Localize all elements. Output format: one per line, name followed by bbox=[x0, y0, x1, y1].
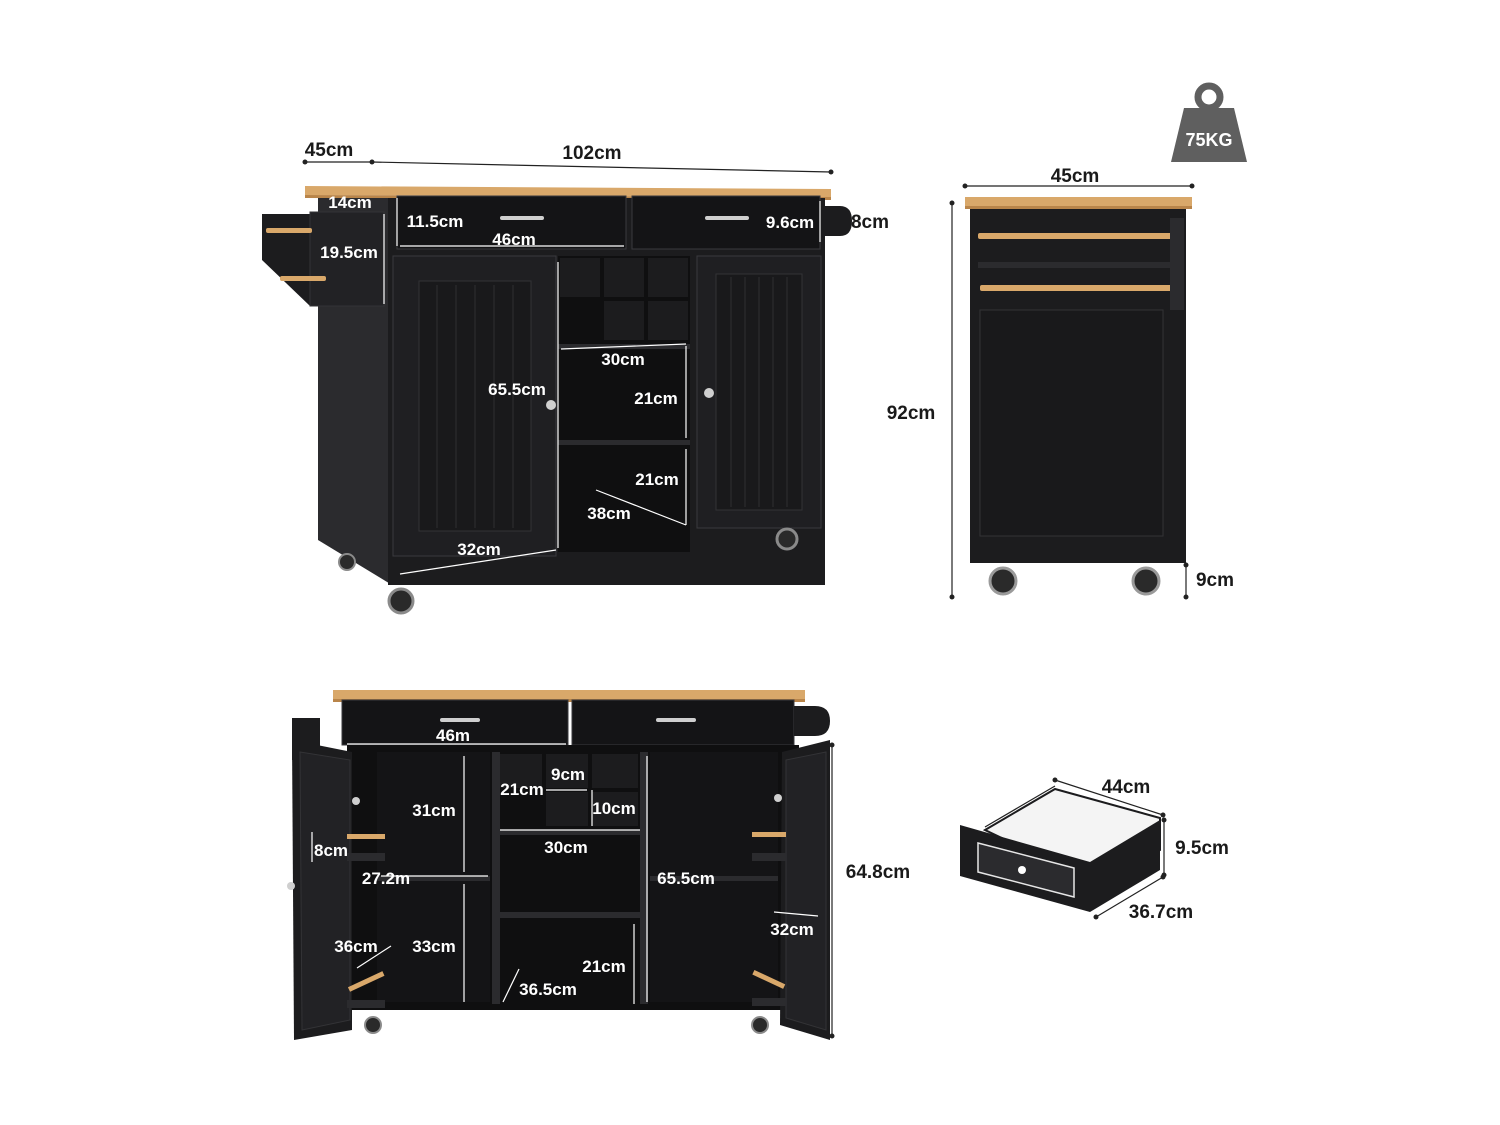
spice-rack bbox=[262, 211, 385, 307]
drawer-height-right-label: 9.6cm bbox=[766, 213, 814, 232]
drawer-depth-label: 36.7cm bbox=[1129, 902, 1193, 923]
door-shelf-left-label: 36cm bbox=[334, 937, 377, 956]
weight-badge: 75KG bbox=[1171, 82, 1247, 162]
caster-wheel bbox=[364, 1016, 382, 1034]
open-countertop bbox=[333, 690, 805, 699]
weight-label: 75KG bbox=[1185, 130, 1232, 150]
towel-bar bbox=[978, 233, 1175, 239]
side-height-label: 92cm bbox=[887, 403, 936, 424]
front-drawer-left bbox=[396, 195, 627, 250]
total-height-label: 64.8cm bbox=[846, 862, 910, 883]
side-width-label: 45cm bbox=[1051, 166, 1100, 187]
open-drawer-width-label: 46m bbox=[436, 726, 470, 745]
rack-height-label: 19.5cm bbox=[320, 243, 378, 262]
cube-shelf-width-label: 30cm bbox=[544, 838, 587, 857]
drawer-width-label: 44cm bbox=[1102, 777, 1151, 798]
door-knob bbox=[704, 388, 714, 398]
front-depth-label: 45cm bbox=[305, 140, 354, 161]
cube-height-label: 21cm bbox=[500, 780, 543, 799]
drawer-handle bbox=[705, 216, 749, 220]
door-knob bbox=[352, 797, 360, 805]
caster-wheel bbox=[988, 566, 1018, 596]
towel-bar-handle bbox=[822, 206, 852, 236]
open-drawer-right bbox=[571, 699, 795, 746]
drawer-width-label: 46cm bbox=[492, 230, 535, 249]
left-lower-label: 33cm bbox=[412, 937, 455, 956]
handle-label: 8cm bbox=[851, 212, 889, 233]
drawer-view: 44cm 9.5cm 36.7cm bbox=[960, 777, 1229, 923]
drawer-handle bbox=[656, 718, 696, 722]
door-shelf-right-label: 32cm bbox=[770, 920, 813, 939]
side-countertop bbox=[965, 197, 1192, 206]
drawer-height-left-label: 11.5cm bbox=[407, 212, 464, 231]
shelf-depth-label: 38cm bbox=[587, 504, 630, 523]
towel-bar-handle bbox=[794, 706, 830, 736]
caster-wheel bbox=[751, 1016, 769, 1034]
door-knob bbox=[287, 882, 295, 890]
drawer-knob bbox=[1018, 866, 1026, 874]
wheel-height-label: 9cm bbox=[1196, 570, 1234, 591]
drawer-side bbox=[1090, 820, 1160, 912]
left-upper-label: 31cm bbox=[412, 801, 455, 820]
drawer-handle bbox=[500, 216, 544, 220]
front-countertop bbox=[305, 186, 831, 197]
wine-rack bbox=[560, 258, 688, 340]
bottom-shelf-depth-label: 36.5cm bbox=[519, 980, 577, 999]
caster-wheel bbox=[338, 553, 356, 571]
caster-wheel bbox=[1131, 566, 1161, 596]
door-height-label: 65.5cm bbox=[488, 380, 546, 399]
door-knob bbox=[774, 794, 782, 802]
side-view: 45cm 92cm 9cm bbox=[887, 166, 1234, 600]
weight-icon bbox=[1171, 82, 1247, 162]
door-rack bbox=[347, 832, 786, 1008]
wine-rack bbox=[500, 754, 638, 826]
front-view: 45cm 102cm 14cm 11.5cm 46cm 9.6cm 8cm 19… bbox=[262, 140, 889, 615]
caster-wheel bbox=[387, 587, 415, 615]
door-width-label: 32cm bbox=[457, 540, 500, 559]
center-height-label: 65.5cm bbox=[657, 869, 715, 888]
drawer-handle bbox=[440, 718, 480, 722]
shelf-depth-open-label: 27.2m bbox=[362, 869, 410, 888]
door-knob bbox=[546, 400, 556, 410]
shelf-width-label: 30cm bbox=[601, 350, 644, 369]
rack-depth-open-label: 8cm bbox=[314, 841, 348, 860]
shelf-height-bottom-label: 21cm bbox=[635, 470, 678, 489]
shelf-height-top-label: 21cm bbox=[634, 389, 677, 408]
rack-depth-label: 14cm bbox=[328, 193, 371, 212]
cube-height-right-label: 10cm bbox=[592, 799, 635, 818]
caster-wheel bbox=[775, 527, 799, 551]
drawer-height-label: 9.5cm bbox=[1175, 838, 1229, 859]
open-view: 46m 21cm 9cm 10cm 31cm 8cm 27.2m 30cm 65… bbox=[287, 690, 910, 1040]
front-drawer-right bbox=[631, 195, 821, 250]
front-width-label: 102cm bbox=[562, 143, 621, 164]
cube-width-label: 9cm bbox=[551, 765, 585, 784]
bottom-shelf-height-label: 21cm bbox=[582, 957, 625, 976]
towel-bar bbox=[980, 285, 1175, 291]
